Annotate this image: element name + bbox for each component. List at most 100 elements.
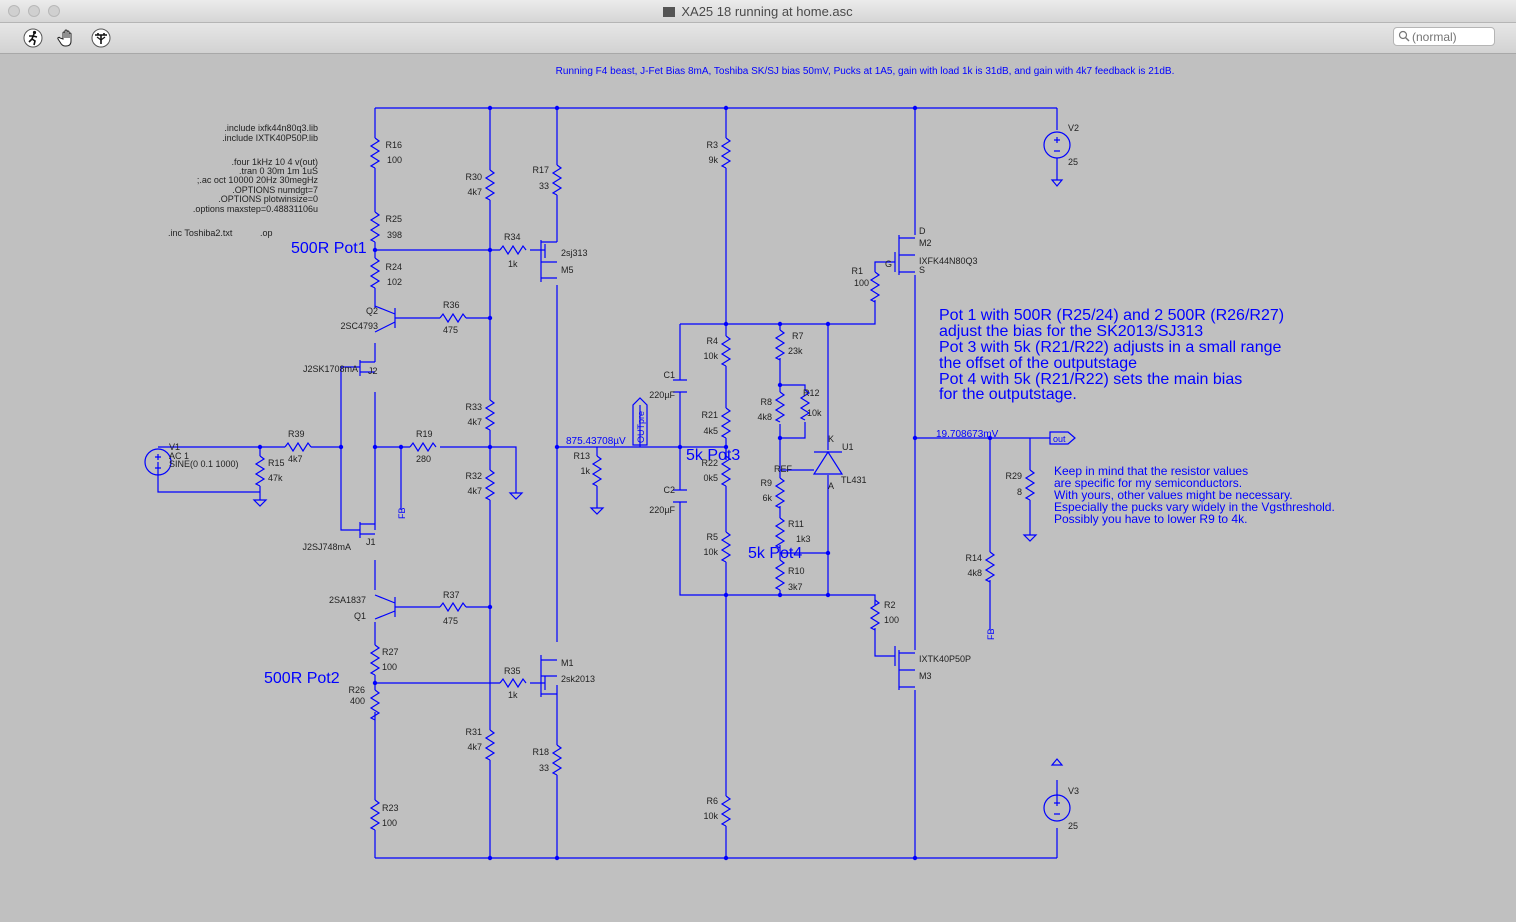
run-icon[interactable] (22, 27, 44, 49)
junction-dot (723, 105, 729, 111)
resistor-symbol[interactable] (369, 799, 381, 831)
junction-dot (372, 680, 378, 686)
resistor-symbol[interactable] (499, 677, 527, 689)
q1-transistor[interactable] (374, 594, 396, 620)
junction-dot (554, 855, 560, 861)
junction-dot (723, 321, 729, 327)
junction-dot (912, 855, 918, 861)
junction-dot (487, 247, 493, 253)
resistor-symbol[interactable] (484, 169, 496, 201)
r19-label: R19 (416, 429, 433, 439)
m2-label: IXFK44N80Q3 (919, 256, 978, 266)
m5-mosfet[interactable] (540, 240, 557, 282)
resistor-symbol[interactable] (369, 689, 381, 721)
resistor-symbol[interactable] (369, 211, 381, 243)
search-input[interactable] (1412, 29, 1492, 44)
m3-label: M3 (919, 671, 932, 681)
r35-label: 1k (508, 690, 518, 700)
zoom-button[interactable] (48, 5, 60, 17)
resistor-symbol[interactable] (720, 137, 732, 169)
resistor-symbol[interactable] (499, 244, 527, 256)
resistor-symbol[interactable] (551, 164, 563, 196)
resistor-symbol[interactable] (720, 795, 732, 827)
resistor-symbol[interactable] (439, 601, 467, 613)
r14-label: 4k8 (967, 568, 982, 578)
m1-mosfet[interactable] (540, 655, 557, 697)
r29-label: 8 (1017, 487, 1022, 497)
resistor-symbol[interactable] (774, 477, 786, 509)
r10-label: 3k7 (788, 582, 803, 592)
v3-source[interactable] (1043, 758, 1071, 822)
resistor-symbol[interactable] (774, 329, 786, 361)
outpre-label: OUTpre (636, 411, 646, 443)
resistor-symbol[interactable] (409, 441, 437, 453)
r17-label: R17 (532, 165, 549, 175)
resistor-symbol[interactable] (439, 312, 467, 324)
v1-label: V1 (169, 442, 180, 452)
resistor-symbol[interactable] (284, 441, 312, 453)
resistor-symbol[interactable] (254, 455, 266, 487)
directive: .include IXTK40P50P.lib (222, 133, 318, 143)
r30-label: 4k7 (467, 187, 482, 197)
resistor-symbol[interactable] (984, 551, 996, 583)
search-field[interactable] (1393, 27, 1495, 46)
resistor-symbol[interactable] (369, 644, 381, 676)
resistor-symbol[interactable] (720, 531, 732, 563)
v1-source[interactable] (144, 448, 172, 476)
q2-label: Q2 (366, 306, 378, 316)
device-symbols (144, 131, 1076, 822)
r17-label: 33 (539, 181, 549, 191)
directive: .op (260, 228, 273, 238)
schematic-canvas[interactable]: Running F4 beast, J-Fet Bias 8mA, Toshib… (0, 54, 1516, 922)
resistor-symbol[interactable] (869, 599, 881, 631)
r32-label: R32 (465, 471, 482, 481)
close-button[interactable] (8, 5, 20, 17)
r27-label: R27 (382, 647, 399, 657)
resistor-symbol[interactable] (720, 335, 732, 367)
minimize-button[interactable] (28, 5, 40, 17)
r13-label: 1k (580, 466, 590, 476)
u1-label: U1 (842, 442, 854, 452)
m3-mosfet[interactable] (894, 646, 915, 690)
u1-tl431[interactable] (812, 450, 844, 475)
resistor-symbol[interactable] (774, 517, 786, 549)
resistor-symbol[interactable] (591, 455, 603, 487)
r37-label: 475 (443, 616, 458, 626)
resistor-symbol[interactable] (369, 257, 381, 289)
resistor-symbol[interactable] (774, 391, 786, 423)
r23-label: R23 (382, 803, 399, 813)
r5-label: R5 (706, 532, 718, 542)
v2-source[interactable] (1043, 131, 1071, 187)
m5-label: M5 (561, 265, 574, 275)
resistor-symbol[interactable] (484, 729, 496, 761)
c1-label: C1 (663, 370, 675, 380)
j2-jfet[interactable] (359, 360, 375, 376)
m1-label: M1 (561, 658, 574, 668)
resistor-symbol[interactable] (484, 469, 496, 501)
resistor-symbol[interactable] (720, 455, 732, 487)
c1-capacitor[interactable] (673, 379, 687, 393)
resistor-symbol[interactable] (369, 137, 381, 169)
c2-capacitor[interactable] (673, 489, 687, 503)
r19-label: 280 (416, 454, 431, 464)
out-label: out (1053, 434, 1066, 444)
resistor-symbol[interactable] (774, 559, 786, 591)
resistor-symbol[interactable] (869, 271, 881, 303)
r9-label: R9 (760, 478, 772, 488)
resistor-symbol[interactable] (799, 389, 811, 421)
r7-label: 23k (788, 346, 803, 356)
resistor-symbol[interactable] (720, 407, 732, 439)
directive: .tran 0 30m 1m 1uS (239, 166, 318, 176)
resistor-symbol[interactable] (551, 744, 563, 776)
r12-label: 10k (807, 408, 822, 418)
labels: Running F4 beast, J-Fet Bias 8mA, Toshib… (168, 66, 1335, 687)
m2-mosfet[interactable] (894, 235, 915, 275)
resistor-symbol[interactable] (484, 399, 496, 431)
pan-hand-icon[interactable] (56, 27, 78, 49)
probe-icon[interactable] (90, 27, 112, 49)
resistor-symbol[interactable] (1024, 469, 1036, 501)
q2-transistor[interactable] (374, 305, 396, 333)
j1-jfet[interactable] (359, 522, 375, 538)
pot-note-line: Pot 4 with 5k (R21/R22) sets the main bi… (939, 371, 1242, 388)
junction-dot (487, 604, 493, 610)
